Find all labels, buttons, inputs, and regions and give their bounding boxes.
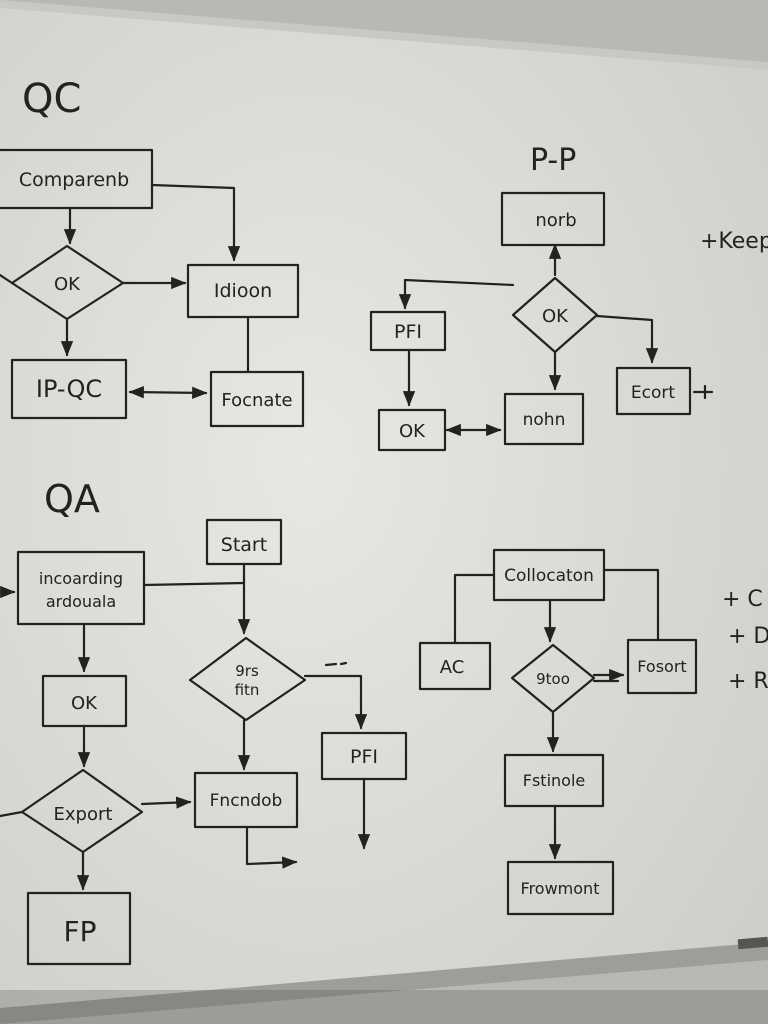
pp-heading: P-P [530,143,576,178]
qc-heading: QC [22,76,81,122]
fosort-box [626,638,698,695]
qa-decision-label-1: 9rs [235,662,259,680]
fosort-label: Fosort [637,657,686,676]
note-r: + R [728,669,768,694]
qa-pfi-label: PFI [350,746,378,768]
incoming-box [16,550,146,626]
fp-label: FP [64,915,97,948]
idioon-label: Idioon [214,280,272,302]
frowmont-label: Frowmont [521,879,600,898]
board-bottom-floor [0,990,768,1024]
fp-box [26,891,132,966]
qa-heading: QA [44,477,100,521]
qa-flowchart [0,518,408,966]
ac-label: AC [440,657,465,678]
fncndob-label: Fncndob [210,791,283,811]
fstnole-label: Fstinole [523,771,585,790]
marker-on-tray [737,936,768,950]
qa-decision-label-2: fitn [235,681,260,699]
ecort-box [615,366,692,416]
coll-decision-diamond [510,643,596,714]
collocation-label: Collocaton [504,566,594,586]
idioon-box [186,263,300,319]
nohn-box [503,392,585,446]
focnate-label: Focnate [221,390,292,411]
comparenb-box [0,148,154,210]
note-c: + C [722,587,763,612]
incoming-label-1: incoarding [39,569,123,588]
frowmont-box [506,860,615,916]
pp-ok-box [377,408,447,452]
qc-ok-label: OK [54,274,81,295]
focnate-box [209,370,305,428]
pp-flowchart [369,191,714,452]
pp-ok-diamond-label: OK [542,306,569,327]
board-tray [0,942,768,1024]
board-surface [0,8,768,1016]
pfi-label: PFI [394,321,422,343]
start-label: Start [221,534,267,556]
note-d: + D [728,624,768,649]
pp-ok-box-label: OK [399,421,426,442]
qc-flowchart [0,148,305,428]
ipqc-label: IP-QC [36,375,102,403]
qa-decision-diamond [188,636,307,722]
collocation-flowchart [418,548,698,916]
export-diamond [20,768,144,854]
qa-ok-label: OK [71,693,98,714]
norb-label: norb [535,210,576,231]
export-label: Export [54,804,113,825]
coll-decision-label: 9too [536,670,570,688]
nohn-label: nohn [523,410,566,430]
note-keep: +Keep [700,229,768,254]
ipqc-box [10,358,128,420]
incoming-label-2: ardouala [46,592,116,611]
comparenb-label: Comparenb [19,169,129,191]
ecort-label: Ecort [631,383,675,403]
